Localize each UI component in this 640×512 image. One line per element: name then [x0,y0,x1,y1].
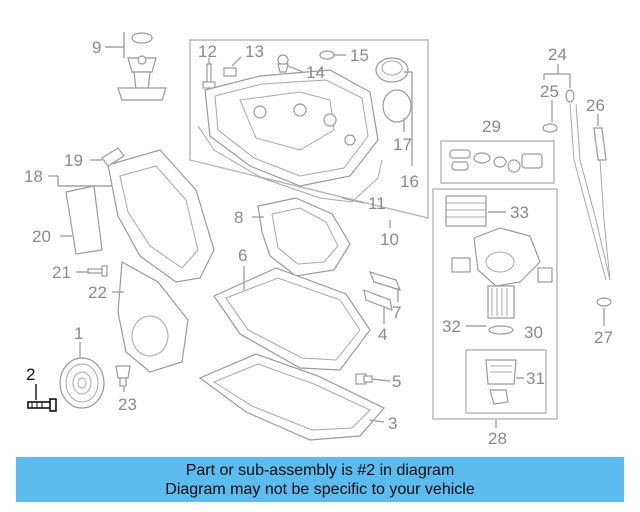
callout-9: 9 [92,38,101,57]
pan-bracket-lower-part [363,289,393,311]
timing-cover-bolt-part [87,265,108,277]
upper-oil-pan-part [213,267,371,371]
callout-4: 4 [378,325,387,344]
crank-sensor-part [115,365,131,387]
oil-filter-cap-part [485,359,517,405]
rear-timing-cover-part [65,185,103,255]
callout-28: 28 [488,429,507,448]
callout-33: 33 [510,203,529,222]
oil-cooler-gasket-kit-part [449,149,543,173]
callout-12: 12 [198,42,217,61]
oil-filter-housing-group-box [432,188,558,420]
oil-separator-part [257,197,351,277]
lower-oil-pan-part [198,353,385,441]
callout-27: 27 [594,328,613,347]
callout-1: 1 [74,324,83,343]
oil-filter-element-part [487,285,515,335]
callout-14: 14 [306,63,325,82]
callout-5: 5 [392,372,401,391]
valve-cover-gasket-part [197,125,383,203]
banner-line-2: Diagram may not be specific to your vehi… [165,480,475,498]
dipstick-part [542,89,612,307]
crankshaft-pulley-bolt-part [27,398,57,412]
callout-26: 26 [586,96,605,115]
callout-21: 21 [52,263,71,282]
callout-17: 17 [393,135,412,154]
callout-20: 20 [32,227,51,246]
valve-cover-part [204,69,379,187]
callout-25: 25 [540,82,559,101]
callout-6: 6 [238,246,247,265]
leader-lines [35,32,605,428]
callout-8: 8 [234,208,243,227]
crankshaft-pulley-part [59,357,105,409]
callout-labels: 1 2 3 4 5 6 7 8 9 10 11 12 13 14 15 16 1… [24,38,613,448]
callout-22: 22 [88,283,107,302]
oil-filler-cap-part [375,57,409,83]
callout-32: 32 [442,317,461,336]
callout-2: 2 [26,365,35,384]
callout-24: 24 [548,45,567,64]
oil-level-sensor-part [117,32,167,101]
oil-cooler-gasket-kit-box [440,140,555,184]
callout-15: 15 [350,46,369,65]
callout-7: 7 [392,303,401,322]
dipstick-tube-part [593,127,611,281]
callout-3: 3 [388,414,397,433]
lower-timing-cover-part [117,261,189,373]
callout-30: 30 [524,323,543,342]
drain-plug-part [355,373,373,385]
callout-23: 23 [118,395,137,414]
callout-16: 16 [400,172,419,191]
filler-cap-seal-part [382,89,412,123]
oil-filter-cap-box [465,349,547,414]
callout-13: 13 [245,42,264,61]
cylinder-head-cover-group-box [189,39,429,219]
oil-filter-housing-part [451,227,553,287]
callout-31: 31 [526,369,545,388]
pan-bracket-upper-part [368,271,402,291]
head-cover-small-parts [202,50,335,89]
callout-10: 10 [380,230,399,249]
callout-18: 18 [24,167,43,186]
oil-cooler-part [445,195,487,227]
callout-19: 19 [64,151,83,170]
parts-diagram: 1 2 3 4 5 6 7 8 9 10 11 12 13 14 15 16 1… [24,32,613,448]
timing-cover-seal-part [101,147,125,167]
callout-11: 11 [368,194,386,213]
banner-line-1: Part or sub-assembly is #2 in diagram [185,461,455,479]
callout-29: 29 [482,117,501,136]
upper-timing-cover-part [107,149,215,283]
info-banner: Part or sub-assembly is #2 in diagram Di… [16,457,624,502]
